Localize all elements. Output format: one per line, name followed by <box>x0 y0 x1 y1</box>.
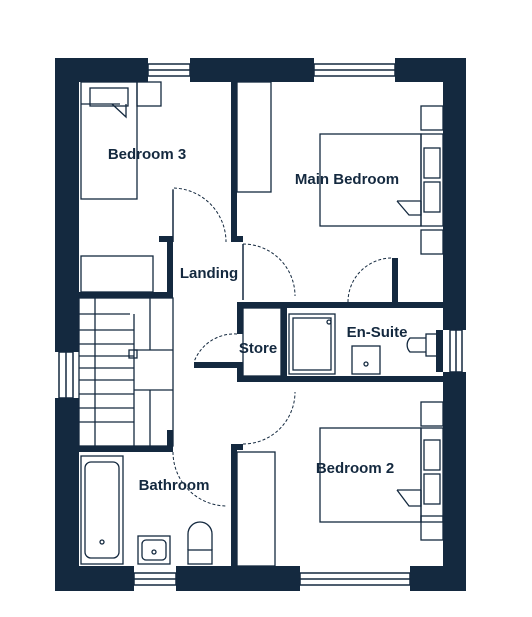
label-bedroom3: Bedroom 3 <box>108 146 186 163</box>
label-landing: Landing <box>180 265 238 282</box>
door-main-bedroom <box>242 243 296 297</box>
window-en-suite <box>449 329 463 373</box>
wc-en-suite <box>406 333 439 357</box>
window-stairs <box>58 351 74 399</box>
bed-bedroom2 <box>319 401 444 541</box>
fixtures <box>78 81 444 567</box>
store-cupboard <box>242 307 282 377</box>
door-bathroom <box>172 451 228 507</box>
wardrobe-main-bedroom <box>236 81 272 193</box>
door-bedroom2 <box>242 391 296 445</box>
basin-en-suite <box>351 345 381 375</box>
label-store: Store <box>239 340 277 357</box>
label-bathroom: Bathroom <box>139 477 210 494</box>
door-leaves <box>172 190 244 300</box>
bath <box>80 455 124 565</box>
label-bedroom2: Bedroom 2 <box>316 460 394 477</box>
doors <box>172 187 393 507</box>
bed-bedroom3 <box>80 81 162 200</box>
staircase <box>78 297 174 447</box>
label-main-bedroom: Main Bedroom <box>295 171 399 188</box>
wc-bathroom <box>187 521 213 565</box>
door-en-suite <box>347 257 393 303</box>
shower-en-suite <box>288 313 336 375</box>
bed-main-bedroom <box>319 105 444 255</box>
room-labels: Bedroom 3 Main Bedroom Landing Store En-… <box>108 146 408 494</box>
door-bedroom3 <box>172 187 227 243</box>
windows <box>58 63 463 586</box>
window-bedroom3 <box>147 63 191 77</box>
wardrobe-bedroom2 <box>236 451 276 567</box>
basin-bathroom <box>137 535 171 565</box>
interior-walls <box>79 82 443 566</box>
window-bathroom <box>133 572 177 586</box>
door-store <box>193 333 238 363</box>
wardrobe-bedroom3 <box>80 255 154 293</box>
label-en-suite: En-Suite <box>347 324 408 341</box>
exterior-walls <box>55 58 466 591</box>
window-main-bedroom <box>313 63 396 77</box>
window-bedroom2 <box>299 572 411 586</box>
